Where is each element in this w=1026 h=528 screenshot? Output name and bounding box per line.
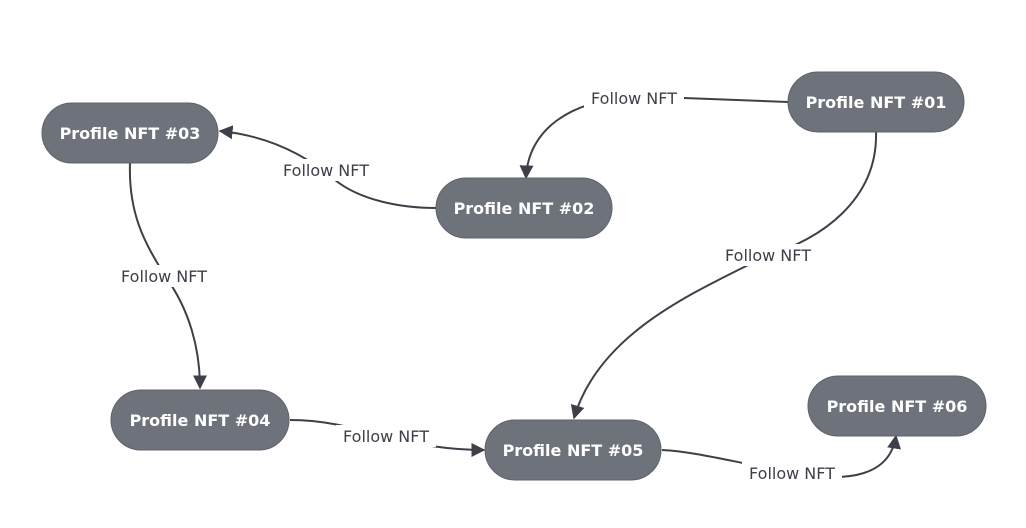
node-shape	[787, 71, 965, 133]
node-shape	[807, 375, 987, 437]
node-shape	[41, 102, 219, 164]
edge-n1-n2: Follow NFT	[519, 87, 789, 180]
node-label: Profile NFT #02	[454, 199, 595, 218]
edge-label: Follow NFT	[283, 161, 369, 180]
node-label: Profile NFT #04	[130, 411, 271, 430]
edge-label-bg	[742, 462, 842, 484]
node-label: Profile NFT #01	[806, 93, 947, 112]
edge-label-bg	[718, 244, 818, 266]
node-profile-nft-01: Profile NFT #01	[787, 71, 965, 133]
edge-label-bg	[336, 425, 436, 447]
node-shape	[435, 177, 613, 239]
edge-line	[519, 97, 789, 180]
node-shape	[484, 419, 662, 481]
node-label: Profile NFT #06	[827, 397, 968, 416]
edge-label-bg	[114, 265, 214, 287]
edge-n5-n6: Follow NFT	[661, 434, 901, 484]
edge-label: Follow NFT	[591, 89, 677, 108]
edge-label: Follow NFT	[725, 246, 811, 265]
node-shape	[110, 389, 290, 451]
edge-n2-n3: Follow NFT	[218, 125, 437, 209]
edge-label: Follow NFT	[749, 464, 835, 483]
edge-n4-n5: Follow NFT	[289, 419, 486, 457]
node-profile-nft-04: Profile NFT #04	[110, 389, 290, 451]
node-profile-nft-02: Profile NFT #02	[435, 177, 613, 239]
edge-label-bg	[584, 87, 684, 109]
edge-label: Follow NFT	[343, 427, 429, 446]
node-profile-nft-03: Profile NFT #03	[41, 102, 219, 164]
edge-label: Follow NFT	[121, 267, 207, 286]
edge-line	[570, 131, 878, 420]
edge-n3-n4: Follow NFT	[114, 162, 214, 390]
node-label: Profile NFT #03	[60, 124, 201, 143]
edge-n1-n5: Follow NFT	[570, 131, 878, 420]
edge-label-bg	[276, 159, 376, 181]
node-profile-nft-06: Profile NFT #06	[807, 375, 987, 437]
node-label: Profile NFT #05	[503, 441, 644, 460]
node-profile-nft-05: Profile NFT #05	[484, 419, 662, 481]
